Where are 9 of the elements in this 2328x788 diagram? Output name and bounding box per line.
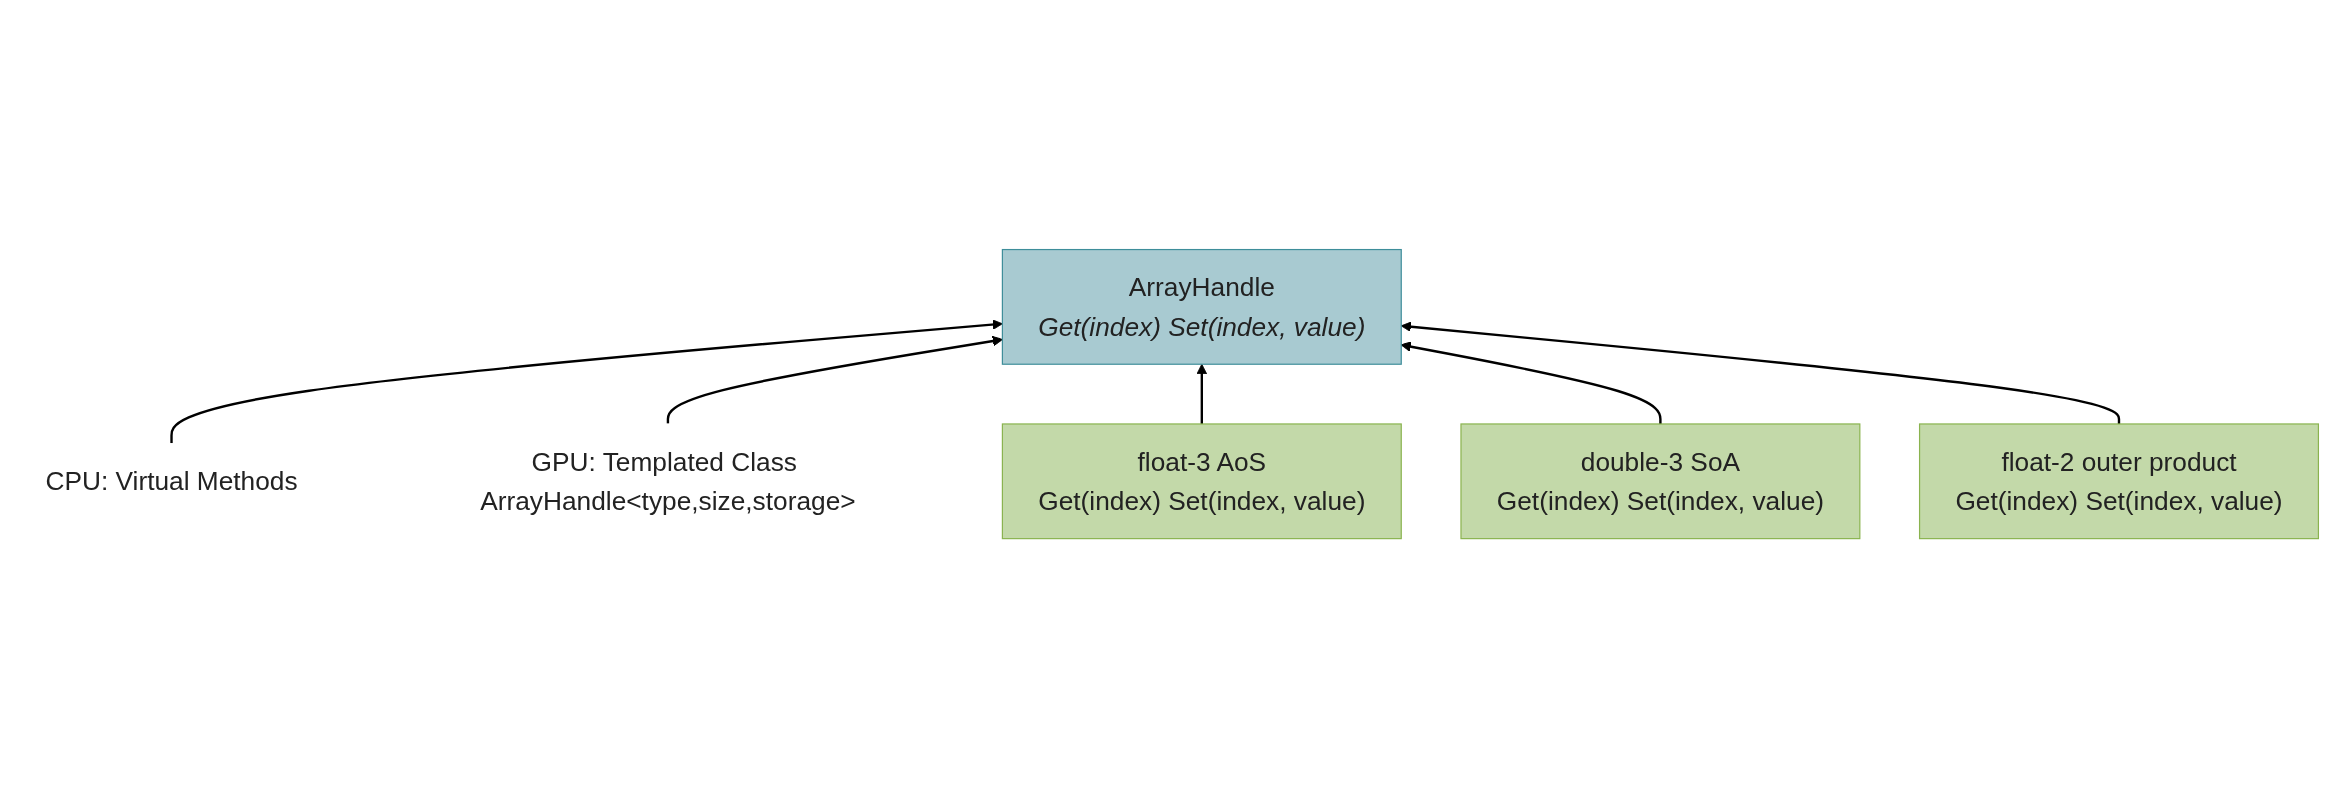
node-box: float-3 AoS Get(index) Set(index, value)	[1001, 423, 1402, 540]
node-box: double-3 SoA Get(index) Set(index, value)	[1460, 423, 1861, 540]
arrow	[170, 319, 1003, 444]
node-text: CPU: Virtual Methods	[45, 466, 298, 497]
node-box: float-2 outer product Get(index) Set(index, value)	[1918, 423, 2319, 540]
arrow	[666, 335, 1003, 424]
node-text: GPU: Templated Class ArrayHandle<type,size,storage>	[480, 446, 856, 516]
node-box: ArrayHandle Get(index) Set(index, value)	[1001, 248, 1402, 365]
arrow	[1196, 363, 1208, 424]
